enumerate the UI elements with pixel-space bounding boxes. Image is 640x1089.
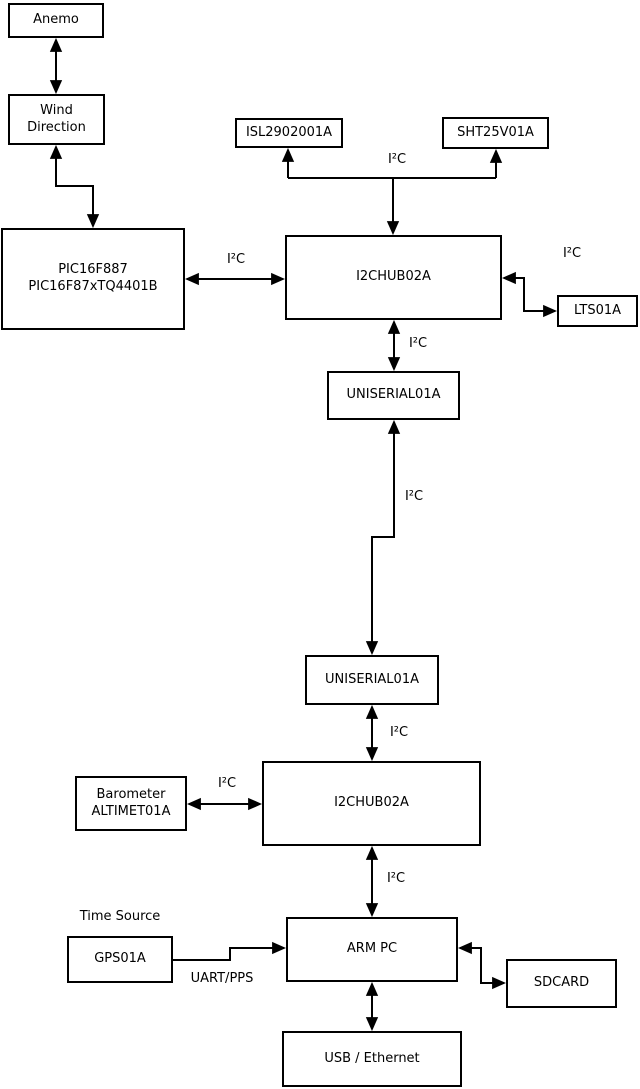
node-barometer-altimet01a: Barometer ALTIMET01A xyxy=(75,776,187,831)
label-i2c-sensors-top: I²C xyxy=(387,152,407,167)
node-usb-ethernet-label: USB / Ethernet xyxy=(324,1050,420,1066)
node-pic16f887-label: PIC16F887 PIC16F87xTQ4401B xyxy=(28,262,158,294)
node-uniserial01a-top: UNISERIAL01A xyxy=(327,371,460,420)
node-arm-pc-label: ARM PC xyxy=(346,941,398,957)
node-uniserial01a-bottom-label: UNISERIAL01A xyxy=(325,671,419,687)
node-sdcard-label: SDCARD xyxy=(533,975,590,991)
label-i2c-hub2-armpc: I²C xyxy=(386,871,406,886)
node-lts01a-label: LTS01A xyxy=(573,302,622,318)
label-i2c-hub-lts: I²C xyxy=(562,246,582,261)
label-i2c-barometer-hub2: I²C xyxy=(217,776,237,791)
node-i2chub02a-bottom-label: I2CHUB02A xyxy=(334,795,409,811)
node-sht25v01a-label: SHT25V01A xyxy=(457,124,534,140)
label-i2c-uniserial-link: I²C xyxy=(404,489,424,504)
node-sdcard: SDCARD xyxy=(506,959,617,1008)
edge-armpc-sdcard xyxy=(457,941,507,990)
edge-gps-armpc xyxy=(173,941,287,961)
node-wind-direction-label: Wind Direction xyxy=(27,102,86,135)
edge-hub1-lts xyxy=(501,271,558,318)
node-gps01a-label: GPS01A xyxy=(94,951,146,967)
label-time-source: Time Source xyxy=(79,909,161,924)
node-pic16f887: PIC16F887 PIC16F87xTQ4401B xyxy=(1,228,185,330)
label-i2c-pic-hub: I²C xyxy=(226,252,246,267)
edge-wind-pic xyxy=(49,144,100,229)
node-wind-direction: Wind Direction xyxy=(8,94,105,145)
node-lts01a: LTS01A xyxy=(557,295,638,327)
node-gps01a: GPS01A xyxy=(67,936,173,983)
node-usb-ethernet: USB / Ethernet xyxy=(282,1031,462,1087)
label-uart-pps: UART/PPS xyxy=(190,971,254,986)
node-i2chub02a-bottom: I2CHUB02A xyxy=(262,761,481,846)
node-i2chub02a-top: I2CHUB02A xyxy=(285,235,502,320)
edge-uniserial1-uniserial2 xyxy=(365,419,401,656)
label-i2c-uniserial-hub2: I²C xyxy=(389,725,409,740)
node-arm-pc: ARM PC xyxy=(286,917,458,982)
node-uniserial01a-bottom: UNISERIAL01A xyxy=(305,655,439,705)
node-isl2902001a-label: ISL2902001A xyxy=(245,124,333,140)
node-isl2902001a: ISL2902001A xyxy=(235,118,343,148)
label-i2c-hub-uniserial: I²C xyxy=(408,336,428,351)
node-sht25v01a: SHT25V01A xyxy=(442,117,549,149)
node-anemo-label: Anemo xyxy=(33,12,79,28)
node-barometer-altimet01a-label: Barometer ALTIMET01A xyxy=(91,786,171,819)
node-i2chub02a-top-label: I2CHUB02A xyxy=(356,269,431,285)
node-uniserial01a-top-label: UNISERIAL01A xyxy=(346,387,441,403)
node-anemo: Anemo xyxy=(8,3,104,38)
